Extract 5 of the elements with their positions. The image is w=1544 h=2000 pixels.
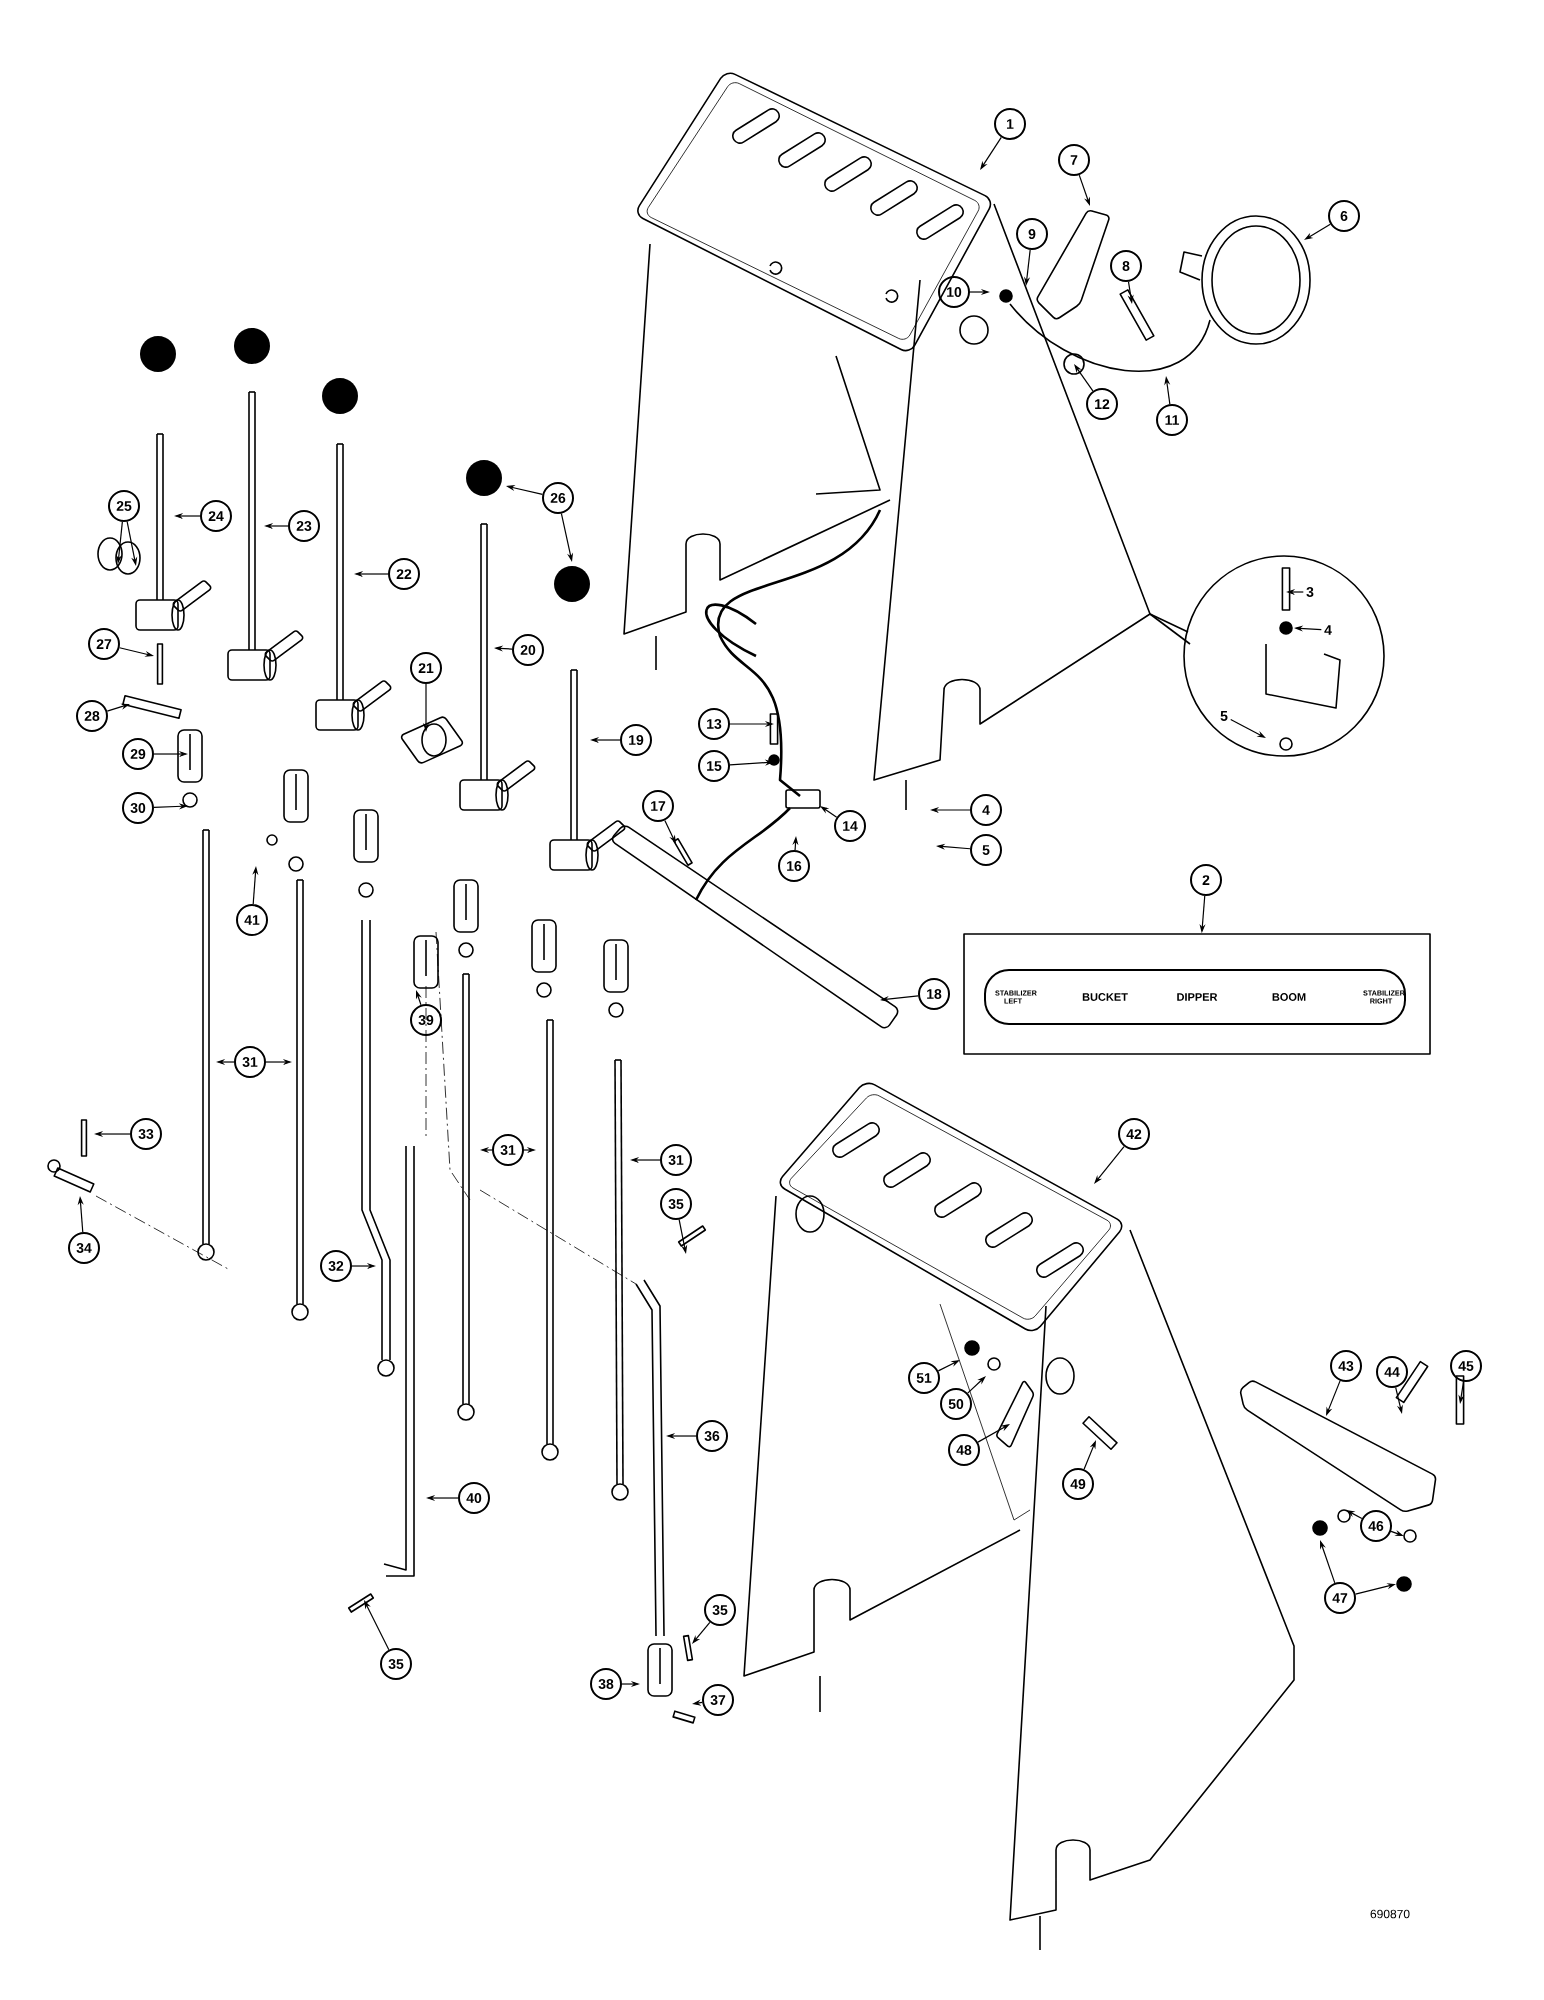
leader-line [692,1621,711,1644]
detail-inset [1183,555,1385,757]
leader-line [1074,364,1094,392]
leader-line [967,1376,986,1394]
leader-line [1094,1145,1125,1184]
